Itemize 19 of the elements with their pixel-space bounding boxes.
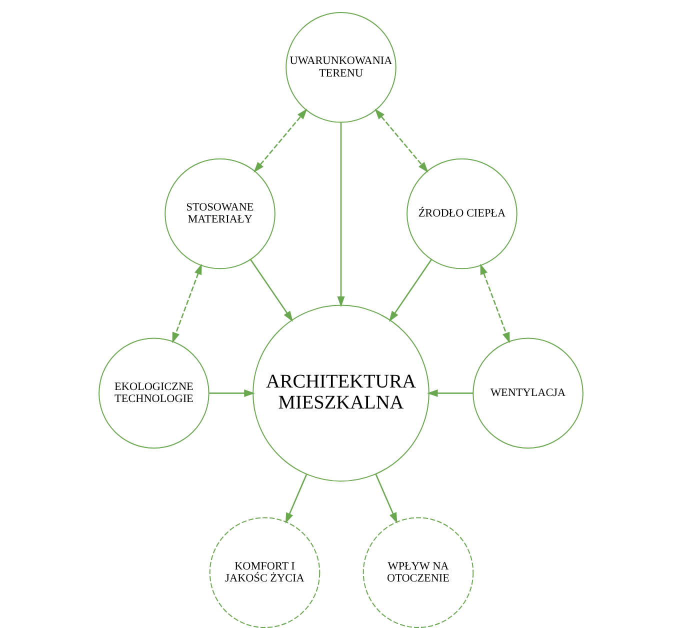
arrow	[374, 108, 428, 173]
arrow	[480, 264, 510, 344]
node-circle: ARCHITEKTURA MIESZKALNA	[252, 304, 429, 482]
arrow	[253, 108, 307, 173]
arrow	[208, 389, 254, 397]
node-circle: UWARUNKOWANIA TERENU	[285, 12, 396, 123]
node-circle: WPŁYW NA OTOCZENIE	[362, 517, 474, 628]
node-circle: ŹRODŁO CIEPŁA	[406, 158, 517, 270]
node-circle: EKOLOGICZNE TECHNOLOGIE	[98, 338, 209, 449]
arrow	[284, 474, 307, 524]
arrow	[250, 259, 293, 322]
arrow	[336, 122, 344, 308]
node-circle: WENTYLACJA	[472, 338, 583, 449]
node-circle: STOSOWANE MATERIAŁY	[164, 158, 275, 270]
arrow	[374, 474, 397, 524]
arrow	[388, 259, 432, 322]
node-circle: KOMFORT I JAKOŚC ŻYCIA	[208, 517, 320, 628]
arrow	[172, 264, 202, 344]
arrow	[426, 389, 473, 397]
